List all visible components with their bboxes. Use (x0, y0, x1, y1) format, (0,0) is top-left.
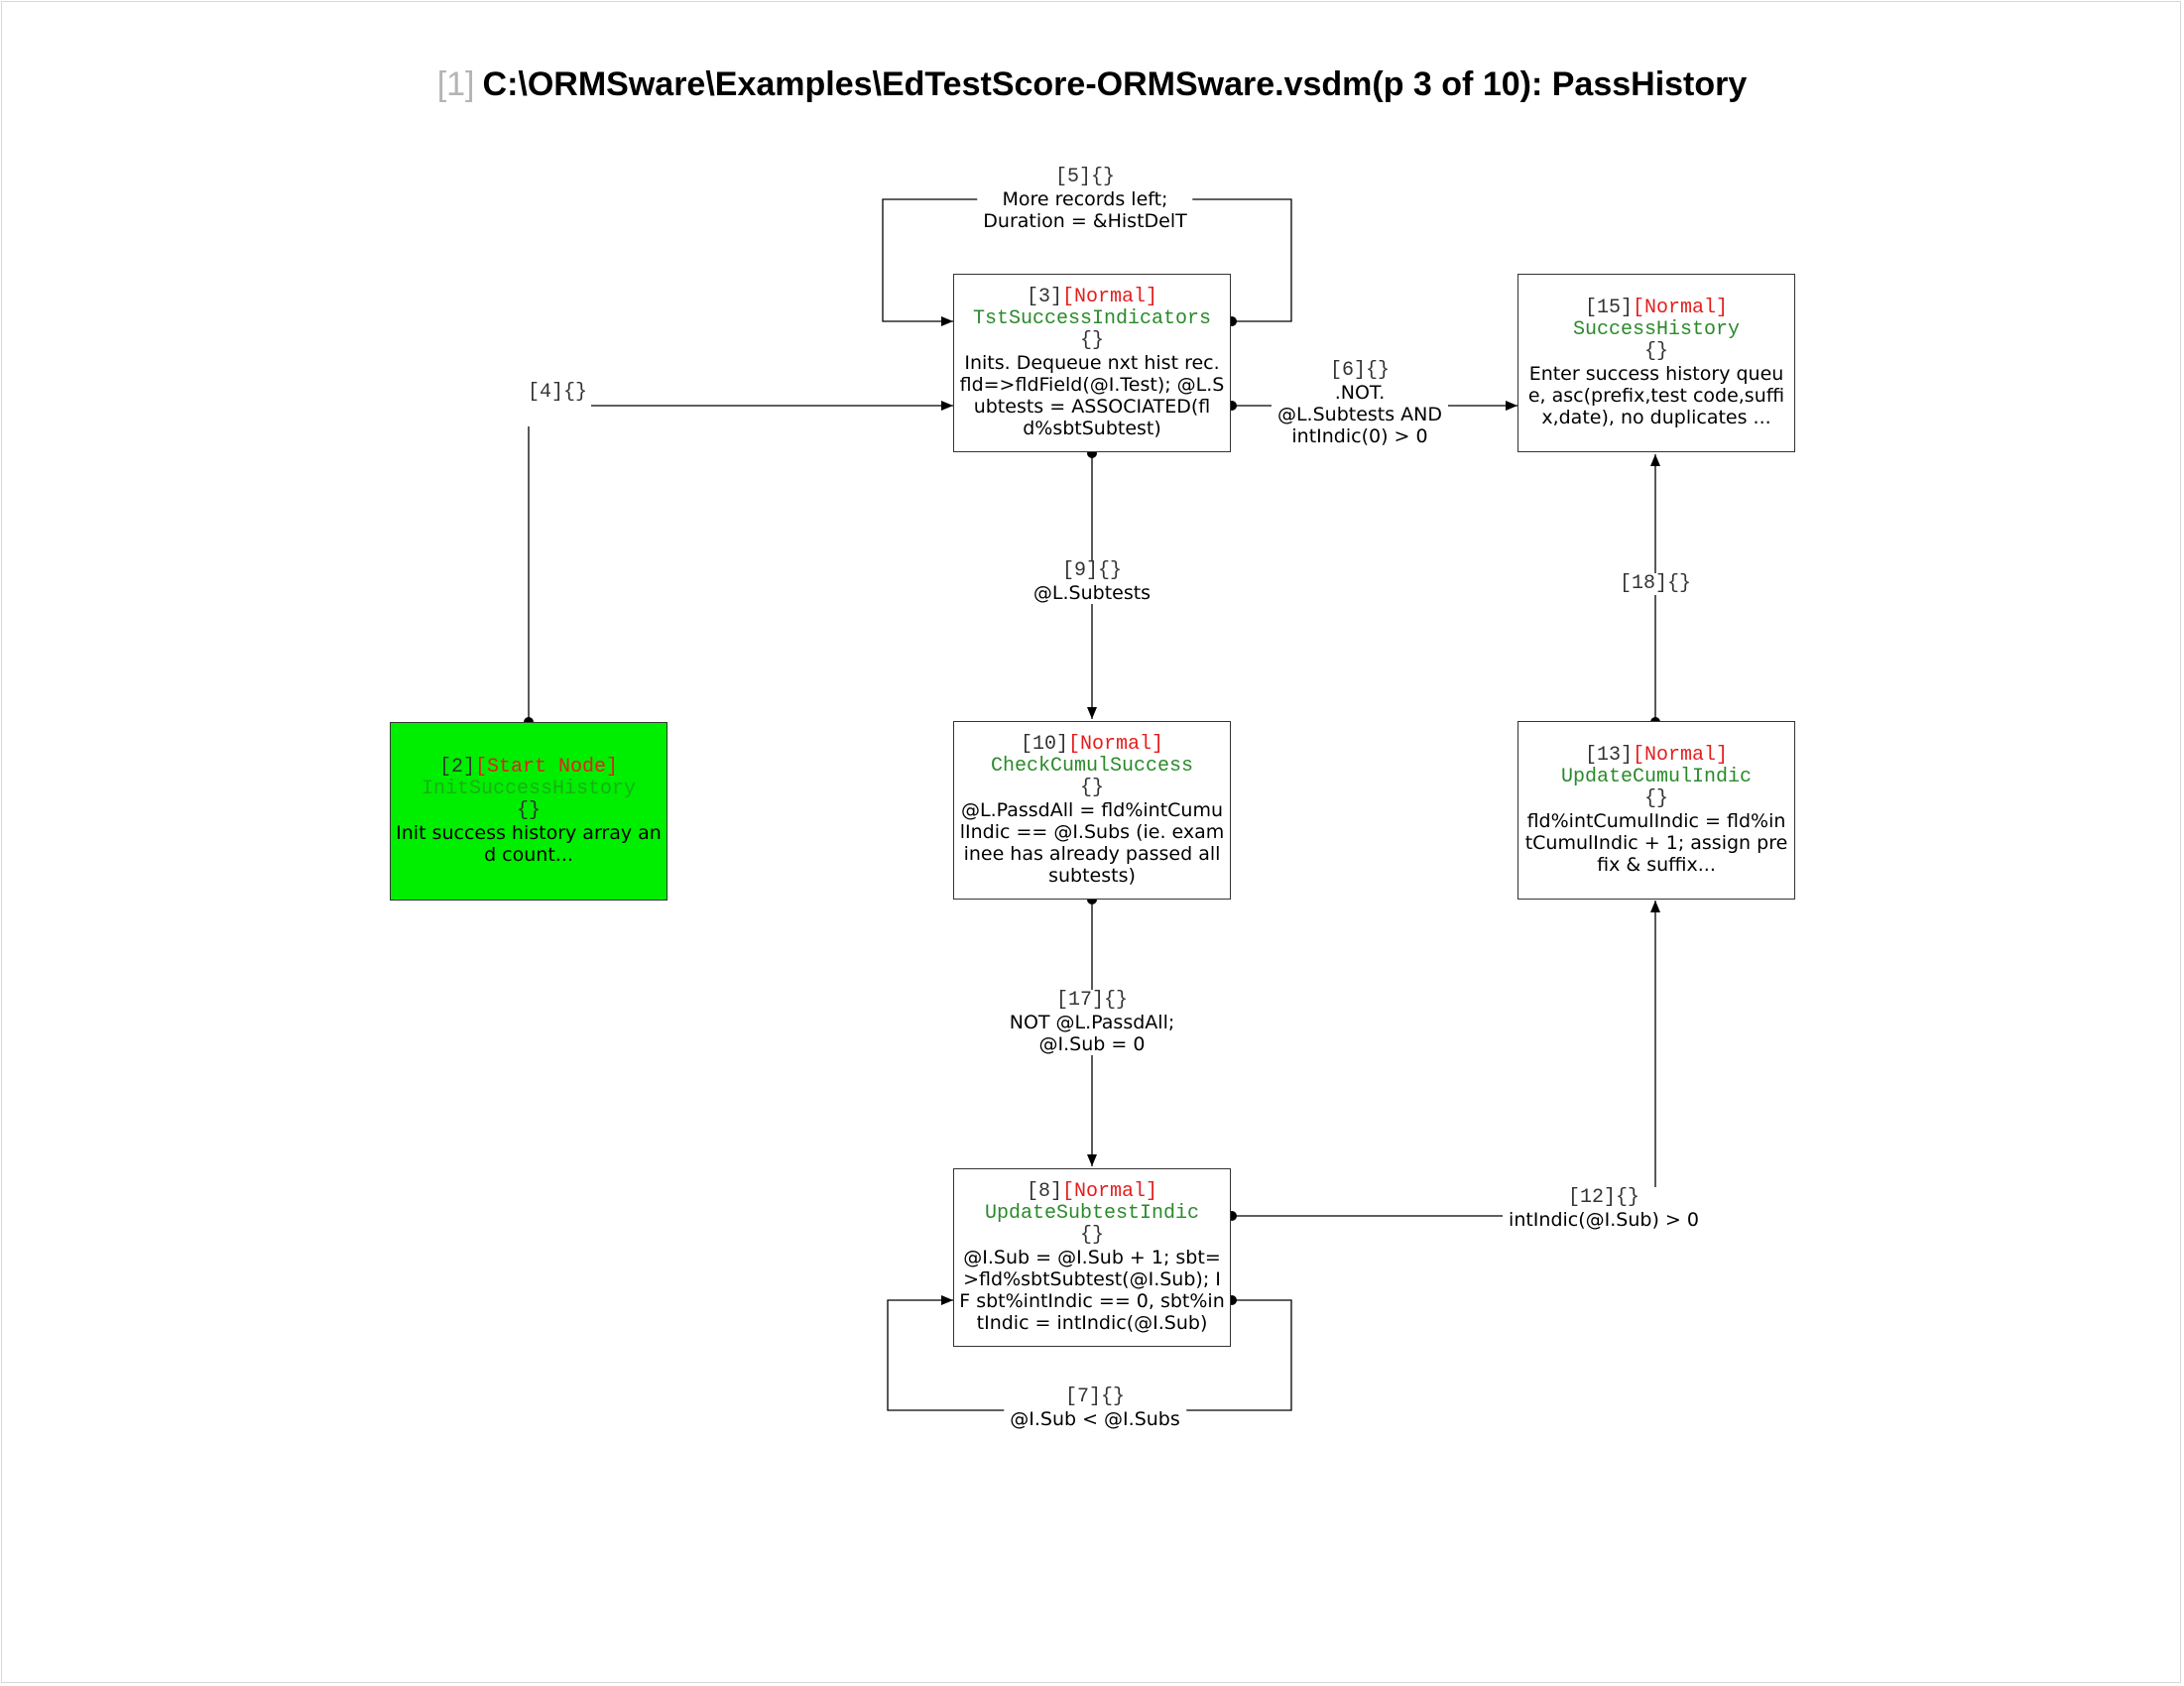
node-header: [10][Normal] (1020, 733, 1164, 756)
edge-label-4[interactable]: [4]{} (521, 381, 594, 404)
node-body: Enter success history queue, asc(prefix,… (1527, 363, 1785, 428)
node-name: CheckCumulSuccess (990, 755, 1194, 778)
node-braces: {} (1643, 787, 1668, 810)
node-name: InitSuccessHistory (421, 778, 637, 800)
node-braces: {} (1079, 777, 1104, 799)
edge-label-5[interactable]: [5]{} More records left;Duration = &Hist… (977, 166, 1193, 232)
edge-label-text: More records left;Duration = &HistDelT (983, 188, 1186, 232)
edge-label-line: intIndic(0) > 0 (1291, 425, 1428, 447)
edge-label-9[interactable]: [9]{} @L.Subtests (1027, 559, 1157, 604)
node-body: Init success history array and count... (396, 822, 662, 866)
node-body: @L.PassdAll = fld%intCumulIndic == @I.Su… (959, 799, 1225, 887)
title-text: C:\ORMSware\Examples\EdTestScore-ORMSwar… (482, 65, 1748, 103)
node-braces: {} (1643, 340, 1668, 363)
edge-label-head: [18]{} (1619, 572, 1692, 595)
node-braces: {} (1079, 329, 1104, 352)
edge-label-17[interactable]: [17]{} NOT @L.PassdAll;@I.Sub = 0 (1003, 989, 1181, 1055)
title-index: [1] (436, 65, 475, 103)
node-update-cumul-indic[interactable]: [13][Normal] UpdateCumulIndic {} fld%int… (1517, 721, 1795, 900)
edge-label-head: [12]{} (1567, 1186, 1640, 1209)
edge-label-head: [6]{} (1329, 359, 1390, 382)
edge-label-head: [9]{} (1061, 559, 1122, 582)
node-body: fld%intCumulIndic = fld%intCumulIndic + … (1524, 810, 1788, 876)
edge-label-text: intIndic(@I.Sub) > 0 (1509, 1209, 1699, 1231)
node-header: [8][Normal] (1026, 1180, 1158, 1203)
edge-label-line: NOT @L.PassdAll; (1009, 1012, 1175, 1033)
edge-label-line: @L.Subtests AND (1276, 404, 1443, 425)
edge-label-12[interactable]: [12]{} intIndic(@I.Sub) > 0 (1503, 1187, 1705, 1231)
node-body: Inits. Dequeue nxt hist rec. fld=>fldFie… (959, 352, 1225, 439)
edge-label-line: .NOT. (1334, 382, 1386, 404)
edge-label-line: Duration = &HistDelT (983, 210, 1187, 232)
node-header: [13][Normal] (1584, 744, 1729, 767)
node-braces: {} (516, 799, 541, 822)
edge-12-line (1232, 901, 1660, 1217)
node-header: [2][Start Node] (438, 756, 619, 779)
edge-label-line: More records left; (1002, 188, 1168, 210)
node-name: TstSuccessIndicators (972, 307, 1212, 330)
node-name: UpdateSubtestIndic (984, 1202, 1200, 1225)
page-title: [1]C:\ORMSware\Examples\EdTestScore-ORMS… (0, 65, 2184, 104)
node-start-init-success-history[interactable]: [2][Start Node] InitSuccessHistory {} In… (390, 722, 667, 901)
edge-5-line (882, 198, 1292, 321)
edge-label-text: @I.Sub < @I.Subs (1010, 1408, 1180, 1430)
edge-label-head: [17]{} (1055, 989, 1129, 1012)
node-success-history[interactable]: [15][Normal] SuccessHistory {} Enter suc… (1517, 274, 1795, 452)
node-name: UpdateCumulIndic (1560, 766, 1753, 788)
node-header: [15][Normal] (1584, 297, 1729, 319)
node-tst-success-indicators[interactable]: [3][Normal] TstSuccessIndicators {} Init… (953, 274, 1231, 452)
edge-label-head: [7]{} (1064, 1385, 1126, 1408)
edge-label-line: @I.Sub = 0 (1038, 1033, 1146, 1055)
edge-label-18[interactable]: [18]{} (1613, 572, 1698, 595)
edge-label-text: @L.Subtests (1032, 582, 1152, 604)
node-header: [3][Normal] (1026, 286, 1158, 308)
node-update-subtest-indic[interactable]: [8][Normal] UpdateSubtestIndic {} @I.Sub… (953, 1168, 1231, 1347)
node-name: SuccessHistory (1572, 318, 1741, 341)
edge-label-7[interactable]: [7]{} @I.Sub < @I.Subs (1004, 1386, 1186, 1430)
node-check-cumul-success[interactable]: [10][Normal] CheckCumulSuccess {} @L.Pas… (953, 721, 1231, 900)
edge-label-head: [5]{} (1054, 166, 1115, 188)
node-body: @I.Sub = @I.Sub + 1; sbt=>fld%sbtSubtest… (959, 1247, 1225, 1334)
edge-label-text: NOT @L.PassdAll;@I.Sub = 0 (1010, 1012, 1175, 1055)
edge-label-head: [4]{} (527, 381, 588, 404)
node-braces: {} (1079, 1224, 1104, 1247)
